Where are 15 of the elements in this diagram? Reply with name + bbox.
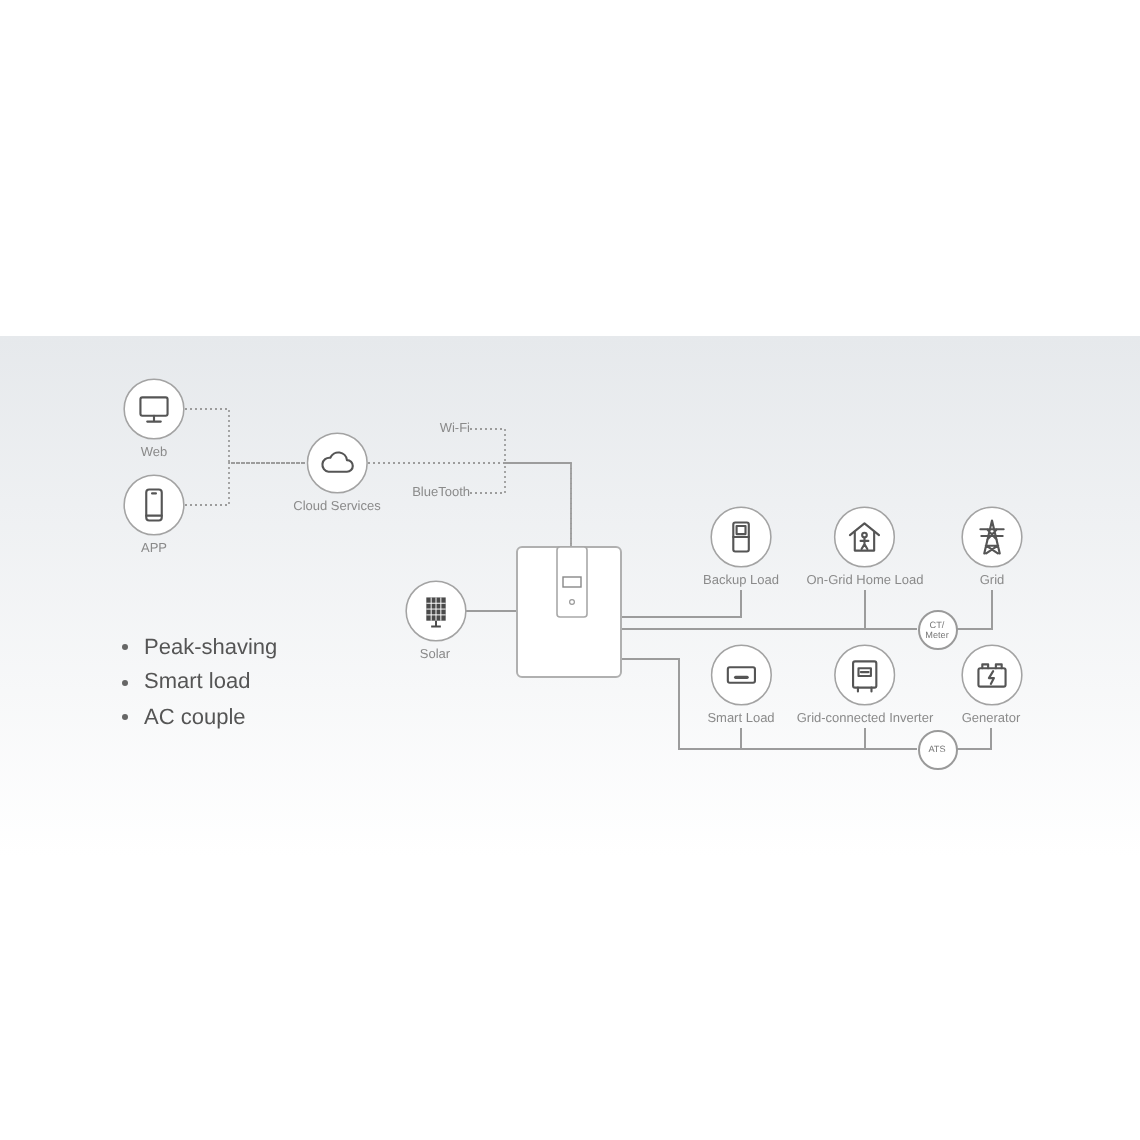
dotted-connector: [367, 462, 572, 547]
dotted-connector: [184, 408, 307, 464]
connector-line: [621, 589, 742, 618]
connector-line: [621, 628, 918, 630]
dotted-connector: [184, 462, 307, 506]
bullet-text: Smart load: [144, 668, 251, 697]
dotted-connector: [469, 462, 572, 547]
bullet-text: AC couple: [144, 703, 246, 732]
dotted-connector: [469, 428, 572, 547]
connector-line: [956, 589, 993, 630]
connector-line: [956, 727, 992, 750]
bullet-text: Peak-shaving: [144, 633, 278, 662]
connector-line: [465, 610, 517, 612]
inverter-box: [516, 546, 622, 678]
connector-line: [621, 658, 918, 750]
